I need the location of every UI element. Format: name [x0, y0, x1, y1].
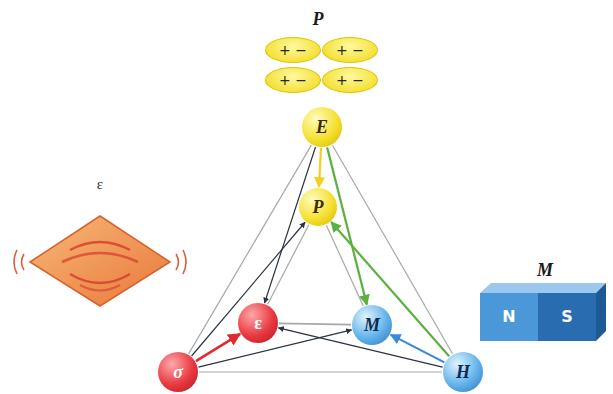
- vibration-waves: [14, 250, 186, 274]
- node-label: E: [316, 118, 328, 136]
- order-circle: ε: [238, 303, 278, 343]
- magnet-pole: S: [538, 293, 596, 341]
- coupling-line: [326, 225, 363, 306]
- figure-label: ε: [97, 177, 103, 192]
- coupling-line: [268, 225, 309, 305]
- bar-magnet: [480, 283, 606, 341]
- strain-diamond: [30, 216, 170, 306]
- order-circle: P: [299, 188, 337, 226]
- dipole-ellipse: + −: [265, 67, 321, 93]
- node-label: ε: [254, 314, 262, 332]
- dipole-ellipse: + −: [322, 37, 378, 63]
- coupling-arrow: [192, 222, 305, 356]
- coupling-line: [279, 323, 351, 324]
- figure-label: M: [537, 261, 553, 279]
- coupling-arrow: [319, 148, 321, 187]
- coupling-arrow: [265, 147, 316, 303]
- node-label: M: [364, 316, 380, 334]
- figure-label: P: [313, 10, 324, 28]
- magnet-pole: N: [480, 293, 538, 341]
- coupling-arrow: [391, 335, 445, 363]
- node-label: + −: [279, 43, 307, 57]
- node-label: P: [313, 198, 324, 216]
- field-circle: E: [302, 107, 342, 147]
- node-label: + −: [336, 73, 364, 87]
- coupling-arrow: [196, 334, 240, 361]
- node-label: + −: [336, 43, 364, 57]
- node-label: H: [456, 363, 470, 381]
- node-label: S: [561, 309, 573, 325]
- field-circle: H: [443, 352, 483, 392]
- coupling-arrow: [198, 330, 351, 367]
- coupling-line: [199, 371, 442, 372]
- order-circle: M: [352, 305, 392, 345]
- node-label: N: [502, 309, 515, 325]
- node-label: σ: [173, 363, 183, 381]
- node-label: + −: [279, 73, 307, 87]
- coupling-line: [332, 145, 452, 354]
- dipole-ellipse: + −: [322, 67, 378, 93]
- field-circle: σ: [158, 352, 198, 392]
- coupling-line: [189, 145, 312, 354]
- dipole-ellipse: + −: [265, 37, 321, 63]
- coupling-arrow: [331, 222, 449, 356]
